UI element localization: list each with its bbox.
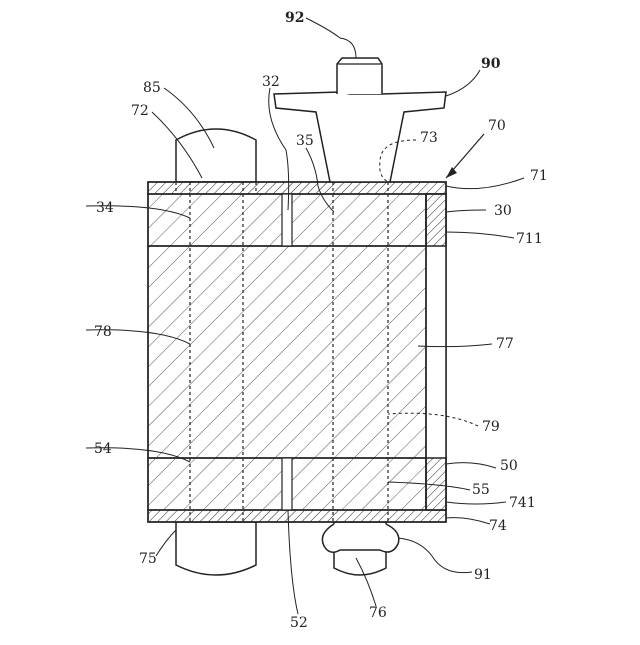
label-92: 92 <box>285 10 304 26</box>
label-50: 50 <box>500 458 518 474</box>
top-left-roller <box>176 129 256 182</box>
label-72: 72 <box>131 103 149 119</box>
label-54: 54 <box>94 441 112 457</box>
label-34: 34 <box>96 200 114 216</box>
label-76: 76 <box>369 605 387 621</box>
label-90: 90 <box>481 56 501 72</box>
upper-right-block <box>426 194 446 246</box>
label-73: 73 <box>420 130 438 146</box>
label-74: 74 <box>489 518 507 534</box>
lower-slot <box>282 458 292 510</box>
label-711: 711 <box>516 231 543 247</box>
label-78: 78 <box>94 324 112 340</box>
clamp-ring <box>322 524 398 552</box>
bottom-cap <box>148 510 446 522</box>
label-52: 52 <box>290 615 308 631</box>
upper-slot <box>282 194 292 246</box>
label-30: 30 <box>494 203 512 219</box>
label-70: 70 <box>488 118 506 134</box>
label-32: 32 <box>262 74 280 90</box>
label-741: 741 <box>509 495 536 511</box>
top-cap <box>148 182 446 194</box>
label-55: 55 <box>472 482 490 498</box>
label-85: 85 <box>143 80 161 96</box>
label-75: 75 <box>139 551 157 567</box>
label-35: 35 <box>296 133 314 149</box>
label-71: 71 <box>530 168 548 184</box>
label-77: 77 <box>496 336 514 352</box>
label-91: 91 <box>474 567 492 583</box>
label-79: 79 <box>482 419 500 435</box>
bottom-left-roller <box>176 522 256 575</box>
